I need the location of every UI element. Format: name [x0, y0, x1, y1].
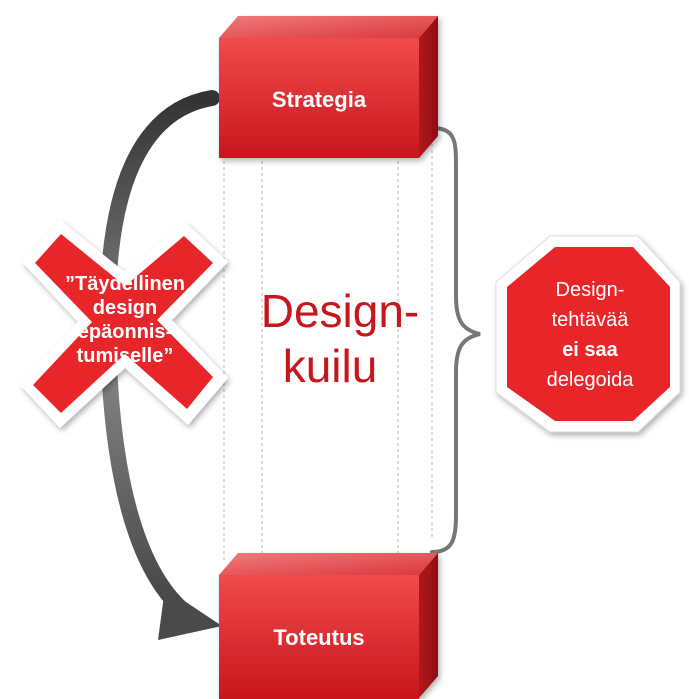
strategy-label: Strategia — [272, 87, 367, 112]
stop-sign-line2: tehtävää — [552, 309, 630, 331]
stop-sign-line3: ei saa — [562, 339, 618, 361]
gap-title-line1: Design- — [261, 285, 420, 337]
stop-sign-line4: delegoida — [547, 369, 635, 391]
x-mark-line4: tumiselle” — [77, 345, 174, 367]
implementation-label: Toteutus — [273, 625, 364, 650]
x-mark-line1: ”Täydellinen — [65, 273, 185, 295]
curly-brace-icon — [430, 126, 481, 554]
x-mark-line3: epäonnis- — [78, 321, 172, 343]
gap-column-lines — [223, 120, 433, 560]
x-mark-line2: design — [93, 297, 157, 319]
x-mark-icon — [20, 220, 228, 428]
implementation-box — [219, 553, 438, 699]
stop-sign-line1: Design- — [556, 279, 625, 301]
strategy-box — [219, 16, 438, 158]
gap-title-line2: kuilu — [283, 340, 378, 392]
stop-sign-icon — [495, 235, 681, 433]
